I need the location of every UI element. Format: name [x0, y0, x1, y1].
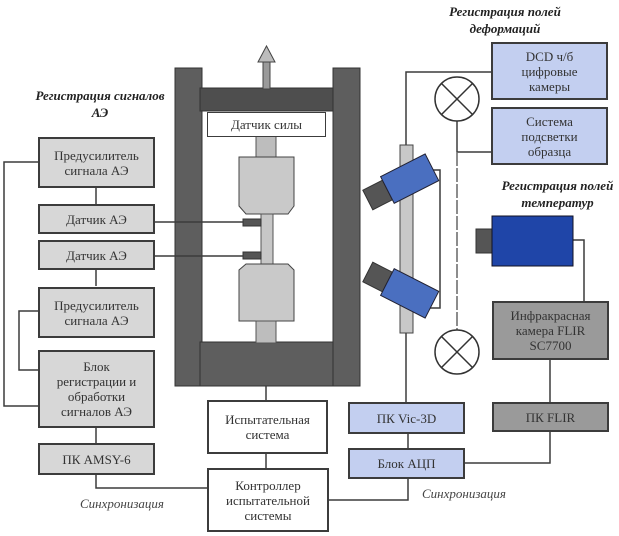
ae-section-title: Регистрация сигналов АЭ — [35, 88, 165, 120]
sync-label-left: Синхронизация — [80, 496, 164, 511]
frame-base — [199, 341, 334, 387]
test-system-controller-box: Контроллер испытательной системы — [207, 468, 329, 532]
lower-grip — [238, 263, 295, 322]
ae-sensor-1-icon — [242, 218, 262, 227]
lamp-bottom-icon — [434, 329, 480, 375]
lamp-top-icon — [434, 76, 480, 122]
upper-grip — [238, 156, 295, 215]
lower-rod — [255, 320, 277, 344]
ir-camera-flir-box: Инфракрасная камера FLIR SC7700 — [492, 301, 609, 360]
frame-crosshead — [199, 87, 334, 112]
test-system-box: Испытательная система — [207, 400, 328, 454]
dcd-cameras-box: DCD ч/б цифровые камеры — [491, 42, 608, 100]
ae-sensor-1-box: Датчик АЭ — [38, 204, 155, 234]
digital-camera-bottom-icon — [362, 261, 440, 319]
ir-camera-icon — [475, 215, 574, 267]
pc-vic3d-box: ПК Vic-3D — [348, 402, 465, 434]
frame-left-column — [174, 67, 203, 387]
ae-sensor-2-box: Датчик АЭ — [38, 240, 155, 270]
ae-preamp-1-box: Предусилитель сигнала АЭ — [38, 137, 155, 188]
force-sensor-box: Датчик силы — [207, 112, 326, 137]
specimen — [260, 213, 274, 265]
lighting-system-box: Система подсветки образца — [491, 107, 608, 165]
ae-sensor-2-icon — [242, 251, 262, 260]
connection-lines — [3, 71, 585, 501]
pc-amsy-box: ПК AMSY-6 — [38, 443, 155, 475]
deformation-section-title: Регистрация полей деформаций — [449, 4, 561, 36]
adc-unit-box: Блок АЦП — [348, 448, 465, 479]
ae-processing-unit-box: Блок регистрации и обработки сигналов АЭ — [38, 350, 155, 428]
frame-right-column — [332, 67, 361, 387]
ae-preamp-2-box: Предусилитель сигнала АЭ — [38, 287, 155, 338]
temperature-section-title: Регистрация полей температур — [501, 178, 614, 210]
pc-flir-box: ПК FLIR — [492, 402, 609, 432]
upper-rod — [255, 135, 277, 159]
load-direction-arrow-icon — [257, 44, 276, 90]
digital-camera-top-icon — [362, 153, 440, 211]
sync-label-right: Синхронизация — [422, 486, 506, 501]
